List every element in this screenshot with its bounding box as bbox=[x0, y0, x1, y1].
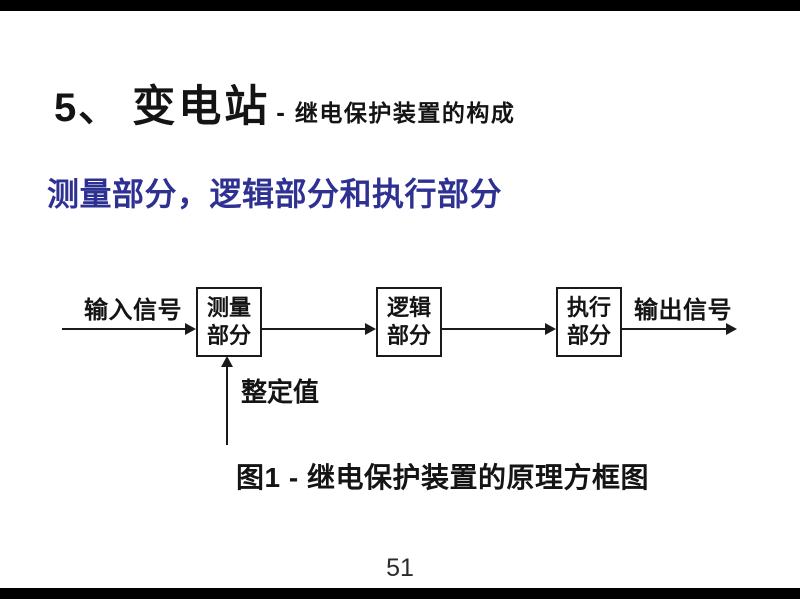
input-arrow-line bbox=[62, 328, 188, 330]
section-heading: 测量部分，逻辑部分和执行部分 bbox=[47, 176, 503, 212]
node-box-logic: 逻辑部分 bbox=[376, 287, 442, 357]
page-number: 51 bbox=[386, 554, 414, 582]
node-box-execution: 执行部分 bbox=[556, 287, 622, 357]
output-signal-label: 输出信号 bbox=[634, 297, 732, 324]
title-subtext: 继电保护装置的构成 bbox=[294, 100, 516, 126]
setting-value-label: 整定值 bbox=[241, 377, 320, 407]
input-signal-label: 输入信号 bbox=[84, 297, 182, 324]
connector-line bbox=[440, 328, 548, 330]
top-letterbox-bar bbox=[0, 0, 800, 11]
title-dash: - bbox=[276, 97, 285, 127]
output-arrow-line bbox=[620, 328, 728, 330]
slide-title: 5、 变电站 - 继电保护装置的构成 bbox=[54, 72, 515, 134]
arrowhead-right-icon bbox=[726, 323, 737, 335]
arrowhead-up-icon bbox=[221, 356, 233, 367]
node-box-measurement: 测量部分 bbox=[196, 287, 262, 357]
title-number: 5、 bbox=[54, 86, 121, 130]
figure-caption: 图1 - 继电保护装置的原理方框图 bbox=[236, 462, 649, 493]
arrowhead-right-icon bbox=[185, 323, 196, 335]
arrowhead-right-icon bbox=[365, 323, 376, 335]
arrowhead-right-icon bbox=[545, 323, 556, 335]
connector-line bbox=[260, 328, 368, 330]
title-main-text: 变电站 bbox=[132, 83, 271, 131]
bottom-letterbox-bar bbox=[0, 588, 800, 599]
setting-arrow-line bbox=[226, 365, 228, 445]
